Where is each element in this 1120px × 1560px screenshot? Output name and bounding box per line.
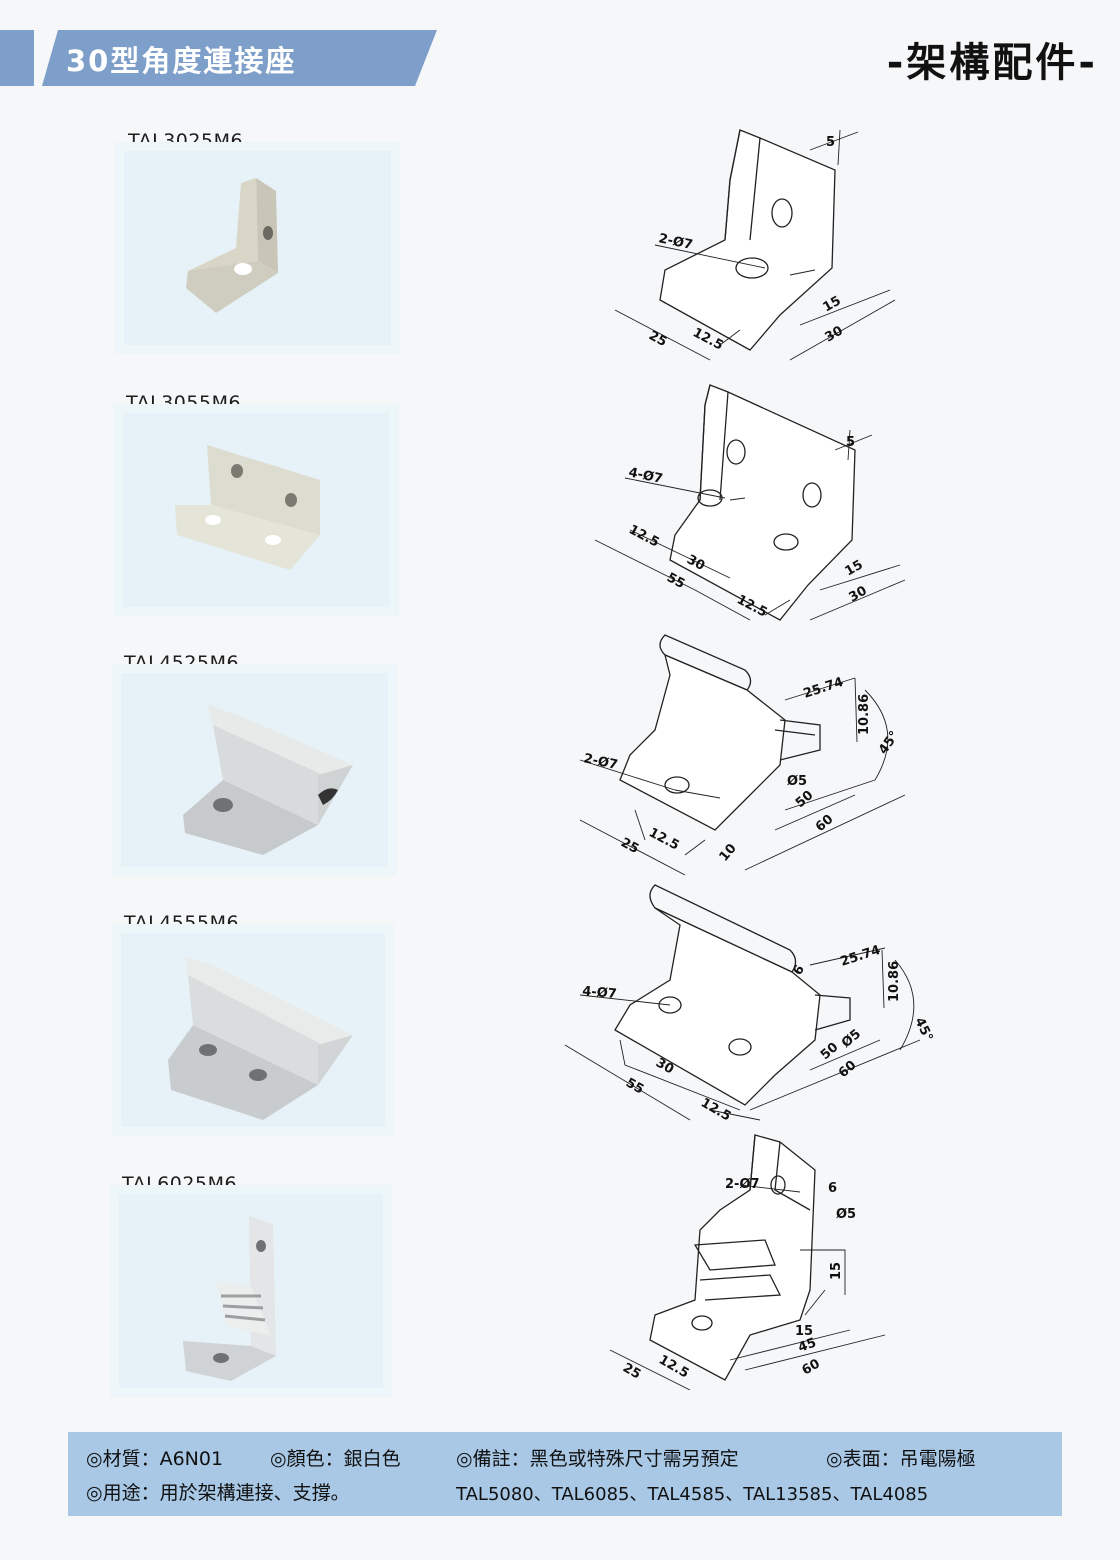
technical-drawing: 5 2-Ø7 15 30 25 12.5	[600, 120, 920, 370]
svg-text:30: 30	[823, 323, 846, 345]
svg-text:2-Ø7: 2-Ø7	[725, 1177, 760, 1192]
page-title: 30型角度連接座	[66, 44, 297, 78]
svg-text:10: 10	[717, 841, 740, 865]
svg-text:25.74: 25.74	[839, 943, 883, 970]
product-photo	[114, 404, 399, 616]
svg-text:45°: 45°	[876, 729, 902, 758]
technical-drawing: 5 4-Ø7 12.5 30 55 12.5 15 30	[590, 380, 920, 630]
svg-text:12.5: 12.5	[626, 522, 661, 550]
svg-text:5: 5	[826, 135, 835, 150]
svg-text:Ø5: Ø5	[836, 1207, 856, 1222]
svg-text:55: 55	[664, 570, 687, 592]
product-photo	[112, 664, 397, 876]
material-spec: ◎材質：A6N01	[86, 1448, 224, 1470]
technical-drawing: 2-Ø7 6 Ø5 15 15 45 60 25 12.5	[600, 1130, 900, 1390]
svg-text:6: 6	[828, 1181, 837, 1196]
svg-text:10.86: 10.86	[857, 694, 872, 735]
svg-text:15: 15	[795, 1324, 813, 1339]
svg-text:25: 25	[646, 328, 669, 350]
svg-text:4-Ø7: 4-Ø7	[627, 465, 664, 487]
svg-text:Ø5: Ø5	[787, 774, 807, 789]
svg-text:30: 30	[847, 583, 870, 605]
color-spec: ◎顏色：銀白色	[270, 1448, 401, 1470]
compatible-models: TAL5080、TAL6085、TAL4585、TAL13585、TAL4085	[456, 1484, 929, 1505]
header-title-band	[42, 30, 437, 86]
technical-drawing: 6 25.74 10.86 45° 4-Ø7 50 Ø5 60 30 55 12…	[560, 880, 940, 1130]
svg-text:15: 15	[821, 293, 844, 315]
spec-footer: ◎材質：A6N01 ◎顏色：銀白色 ◎備註：黑色或特殊尺寸需另預定 ◎表面：吊電…	[68, 1432, 1062, 1516]
bracket-photo-image	[175, 445, 320, 570]
svg-text:55: 55	[623, 1075, 646, 1097]
usage-spec: ◎用途：用於架構連接、支撐。	[86, 1482, 350, 1504]
technical-drawing: 25.74 10.86 45° 2-Ø7 Ø5 50 60 25 12.5 10	[575, 630, 935, 880]
svg-text:50: 50	[818, 1040, 842, 1063]
product-photo	[115, 142, 400, 354]
svg-text:15: 15	[829, 1262, 844, 1280]
svg-text:15: 15	[843, 557, 866, 579]
svg-text:10.86: 10.86	[887, 961, 902, 1002]
svg-text:2-Ø7: 2-Ø7	[657, 231, 694, 253]
svg-text:60: 60	[813, 812, 837, 835]
svg-text:45: 45	[796, 1335, 818, 1355]
svg-text:60: 60	[836, 1058, 860, 1081]
bracket-photo-image	[183, 705, 353, 855]
svg-text:12.5: 12.5	[698, 1095, 733, 1124]
svg-text:45°: 45°	[911, 1015, 935, 1044]
note-spec: ◎備註：黑色或特殊尺寸需另預定	[456, 1448, 739, 1470]
svg-text:4-Ø7: 4-Ø7	[582, 984, 618, 1002]
svg-text:25: 25	[618, 835, 641, 857]
bracket-photo-image	[186, 178, 278, 313]
svg-text:Ø5: Ø5	[839, 1027, 864, 1051]
svg-text:25: 25	[620, 1360, 643, 1382]
svg-text:60: 60	[800, 1356, 823, 1378]
section-title: -架構配件-	[886, 40, 1098, 86]
svg-text:12.5: 12.5	[646, 825, 681, 853]
surface-spec: ◎表面：吊電陽極	[826, 1448, 976, 1470]
bracket-photo-image	[183, 1216, 276, 1381]
svg-text:50: 50	[793, 788, 817, 811]
svg-text:5: 5	[846, 435, 855, 450]
bracket-photo-image	[168, 957, 353, 1120]
product-photo	[112, 924, 394, 1136]
svg-text:2-Ø7: 2-Ø7	[582, 751, 619, 773]
product-photo	[110, 1185, 392, 1397]
svg-text:25.74: 25.74	[802, 675, 846, 702]
header-accent-strip	[0, 30, 34, 86]
